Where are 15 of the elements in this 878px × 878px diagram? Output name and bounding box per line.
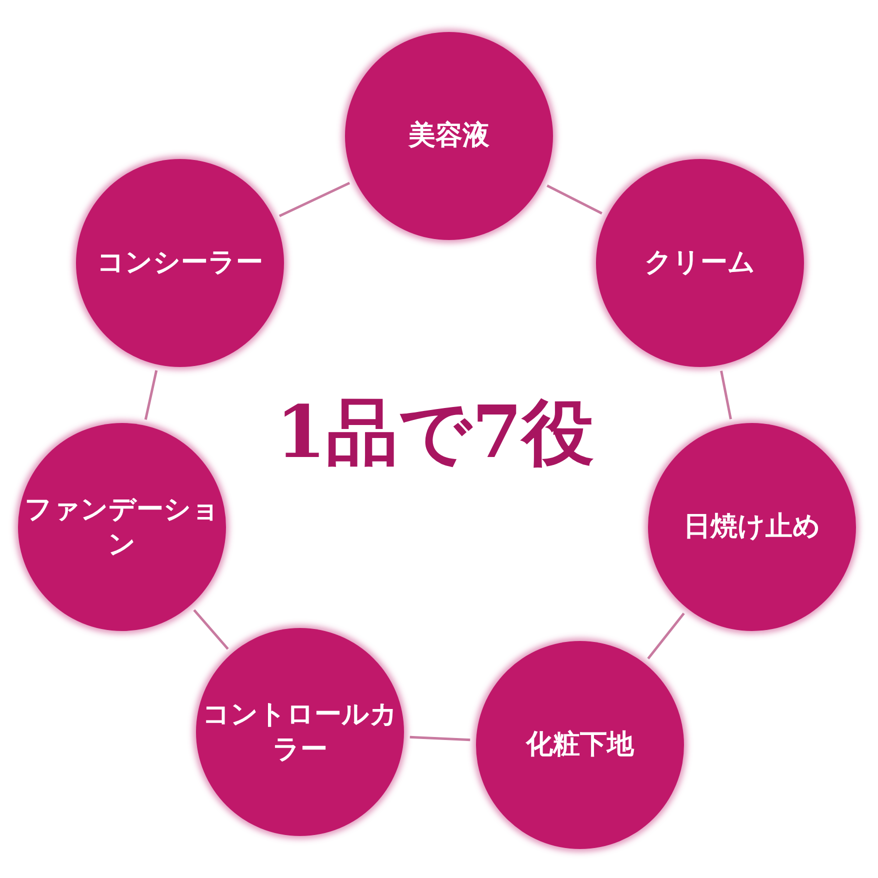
node-label: 日焼け止め: [682, 510, 822, 544]
node-label: 化粧下地: [524, 728, 636, 762]
node-label: クリーム: [644, 246, 756, 280]
node-label: ファンデーション: [24, 492, 220, 562]
connector-line: [144, 370, 158, 420]
connector-line: [720, 370, 732, 420]
node-label: コンシーラー: [96, 246, 264, 280]
connector-line: [546, 184, 602, 214]
connector-line: [410, 736, 470, 742]
connector-line: [193, 609, 229, 650]
connector-line: [647, 612, 685, 660]
connector-line: [278, 182, 350, 218]
node-label: コントロールカラー: [202, 698, 398, 767]
node-label: 美容液: [407, 119, 490, 154]
title: 1品で7役: [274, 388, 596, 476]
